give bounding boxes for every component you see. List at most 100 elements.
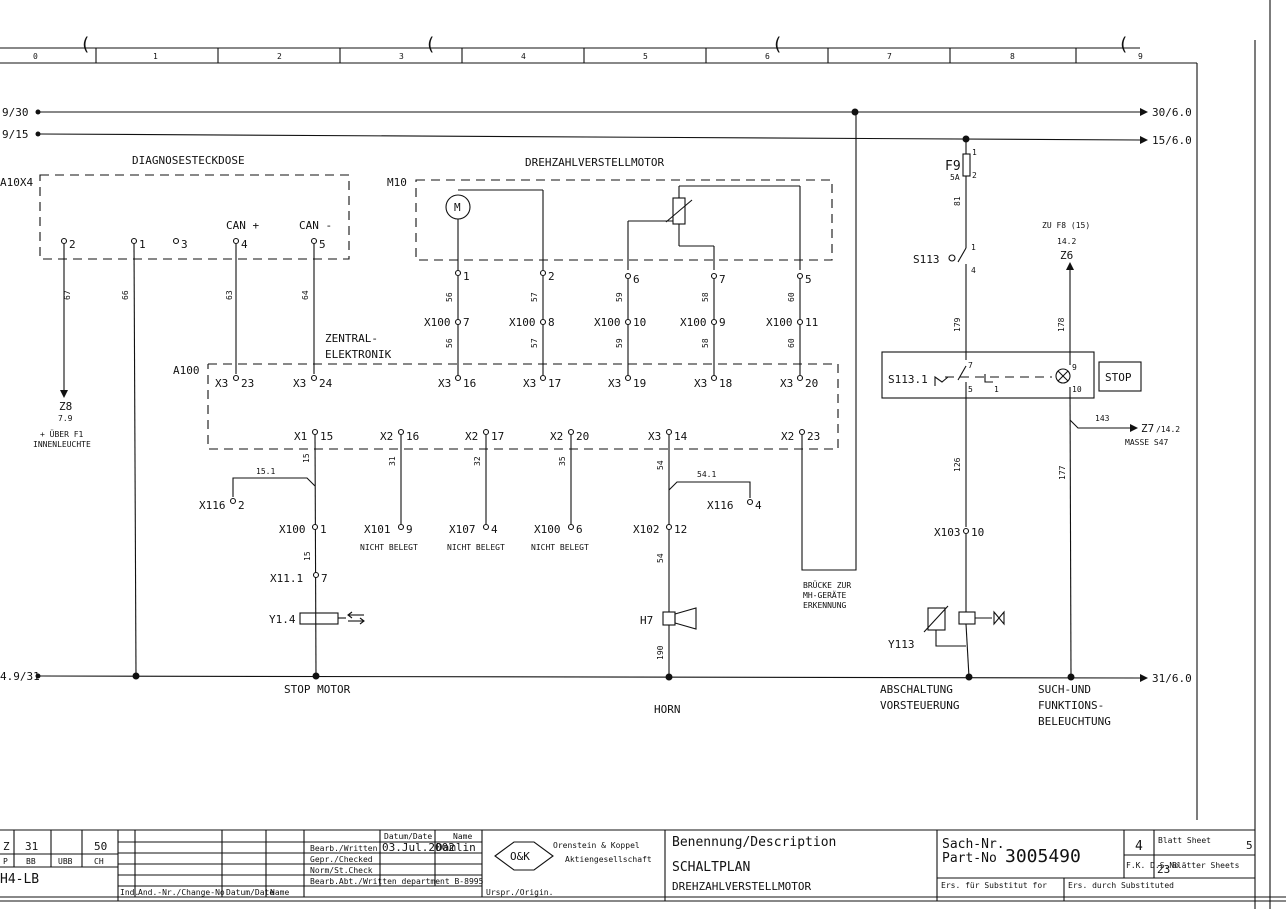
column-8: 8 [1010, 52, 1015, 61]
can-plus-label: CAN + [226, 219, 259, 232]
x101-note: NICHT BELEGT [360, 543, 418, 552]
origin-label: Urspr./Origin. [486, 888, 553, 897]
x1-15-pin: 15 [320, 430, 333, 443]
column-4: 4 [521, 52, 526, 61]
column-0: 0 [33, 52, 38, 61]
x100-1-conn: X100 [279, 523, 306, 536]
fk-label: F.K. D.S.No [1126, 861, 1179, 870]
x101-conn: X101 [364, 523, 391, 536]
x3-14-conn: X3 [648, 430, 661, 443]
f9-pin-2: 2 [972, 171, 977, 180]
z6-note: ZU F8 (15) [1042, 221, 1090, 230]
x100-7-conn: X100 [424, 316, 451, 329]
wire-56b: 56 [445, 338, 454, 348]
s113-pin-4: 4 [971, 266, 976, 275]
x2-20-pin: 20 [576, 430, 589, 443]
work-light-branch: ZU F8 (15) 14.2 Z6 178 9 10 STOP 143 Z7 … [1038, 221, 1180, 728]
diagnose-socket: DIAGNOSESTECKDOSE A10X4 CAN + CAN - 2 1 … [0, 154, 350, 677]
col-change: And.-Nr./Change-No [138, 888, 225, 897]
wire-58b: 58 [701, 338, 710, 348]
wire-143: 143 [1095, 414, 1110, 423]
x100-11-conn: X100 [766, 316, 793, 329]
col-date: Datum/Date [226, 888, 274, 897]
column-5: 5 [643, 52, 648, 61]
z6-ref: Z6 [1060, 249, 1073, 262]
speed-motor: DREHZAHLVERSTELLMOTOR M10 M 1 2 6 7 5 56 [387, 156, 833, 375]
x2-16-pin: 16 [406, 430, 419, 443]
x2-23-pin: 23 [807, 430, 820, 443]
wire-179: 179 [953, 317, 962, 332]
motor-pin-7: 7 [719, 273, 726, 286]
shutoff-label-2: VORSTEUERUNG [880, 699, 959, 712]
wire-15-1: 15.1 [256, 467, 275, 476]
x100-8-pin: 8 [548, 316, 555, 329]
wire-66: 66 [121, 290, 130, 300]
rev-31: 31 [25, 840, 38, 853]
x100-9-pin: 9 [719, 316, 726, 329]
wire-63: 63 [225, 290, 234, 300]
wire-81: 81 [953, 196, 962, 206]
unused-pins: 31 X101 9 NICHT BELEGT 32 X107 4 NICHT B… [360, 435, 589, 552]
s113-contact [957, 247, 967, 263]
bridge-note-3: ERKENNUNG [803, 601, 847, 610]
ok-logo-icon [494, 841, 554, 871]
x3-18-conn: X3 [694, 377, 707, 390]
wire-31: 31 [388, 456, 397, 466]
y1-4-ref: Y1.4 [269, 613, 296, 626]
rail-15-left: 9/15 [2, 128, 29, 141]
name-value: Damlin [436, 841, 476, 854]
wire-54-top: 54 [656, 460, 665, 470]
z7-location: /14.2 [1156, 425, 1180, 434]
rev-p: P [3, 857, 8, 866]
x11-1-conn: X11.1 [270, 572, 303, 585]
date-value: 03.Jul.2002 [382, 841, 455, 854]
motor-pin-6: 6 [633, 273, 640, 286]
z7-ref: Z7 [1141, 422, 1154, 435]
svg-text:(: ( [772, 34, 783, 55]
x3-23-pin: 23 [241, 377, 254, 390]
diagnose-pin-5: 5 [319, 238, 326, 251]
motor-ref: M10 [387, 176, 407, 189]
horn-label: HORN [654, 703, 681, 716]
z8-ref: Z8 [59, 400, 72, 413]
fuse-f9-icon [962, 153, 971, 177]
x3-17-pin: 17 [548, 377, 561, 390]
wire-32: 32 [473, 456, 482, 466]
rail-15-right: 15/6.0 [1152, 134, 1192, 147]
z8-note-1: + ÜBER F1 [40, 429, 84, 439]
horn-branch: 54 54.1 X116 4 X102 12 54 H7 190 HORN [633, 435, 762, 716]
shutoff-label-1: ABSCHALTUNG [880, 683, 953, 696]
date-header: Datum/Date [384, 832, 432, 841]
diagnose-pin-1: 1 [139, 238, 146, 251]
part-no-label: Part-No [942, 851, 997, 866]
x3-20-conn: X3 [780, 377, 793, 390]
rail-30-right: 30/6.0 [1152, 106, 1192, 119]
z8-note-2: INNENLEUCHTE [33, 440, 91, 449]
x3-24-pin: 24 [319, 377, 333, 390]
lamp-pin-9: 9 [1072, 363, 1077, 372]
wire-190: 190 [656, 645, 665, 660]
diagnose-pin-3: 3 [181, 238, 188, 251]
department-label: Bearb.Abt./Written department B-8995 [310, 877, 484, 886]
wire-15-top: 15 [302, 453, 311, 463]
valve-symbol-icon [993, 610, 1005, 626]
diagnose-title: DIAGNOSESTECKDOSE [132, 154, 245, 167]
s113-1-housing [881, 351, 1095, 399]
x116-conn: X116 [199, 499, 226, 512]
z8-location: 7.9 [58, 414, 73, 423]
valve-y113-icon [958, 611, 976, 625]
x116-4-pin: 4 [755, 499, 762, 512]
drawing-code: H4-LB [0, 872, 39, 887]
x3-16-pin: 16 [463, 377, 476, 390]
f9-ref: F9 [945, 159, 961, 174]
wire-178: 178 [1057, 317, 1066, 332]
rail-31-right: 31/6.0 [1152, 672, 1192, 685]
x3-24-conn: X3 [293, 377, 306, 390]
substituted-by: Ers. durch Substituted [1068, 881, 1174, 890]
column-9: 9 [1138, 52, 1143, 61]
s113-pin-1: 1 [971, 243, 976, 252]
svg-text:(: ( [425, 34, 436, 55]
x103-pin: 10 [971, 526, 984, 539]
sheets-label: Blätter Sheets [1172, 861, 1240, 870]
shutoff-branch: F9 5A 1 2 81 1 4 S113 179 S113.1 7 5 1 1… [880, 139, 1095, 712]
